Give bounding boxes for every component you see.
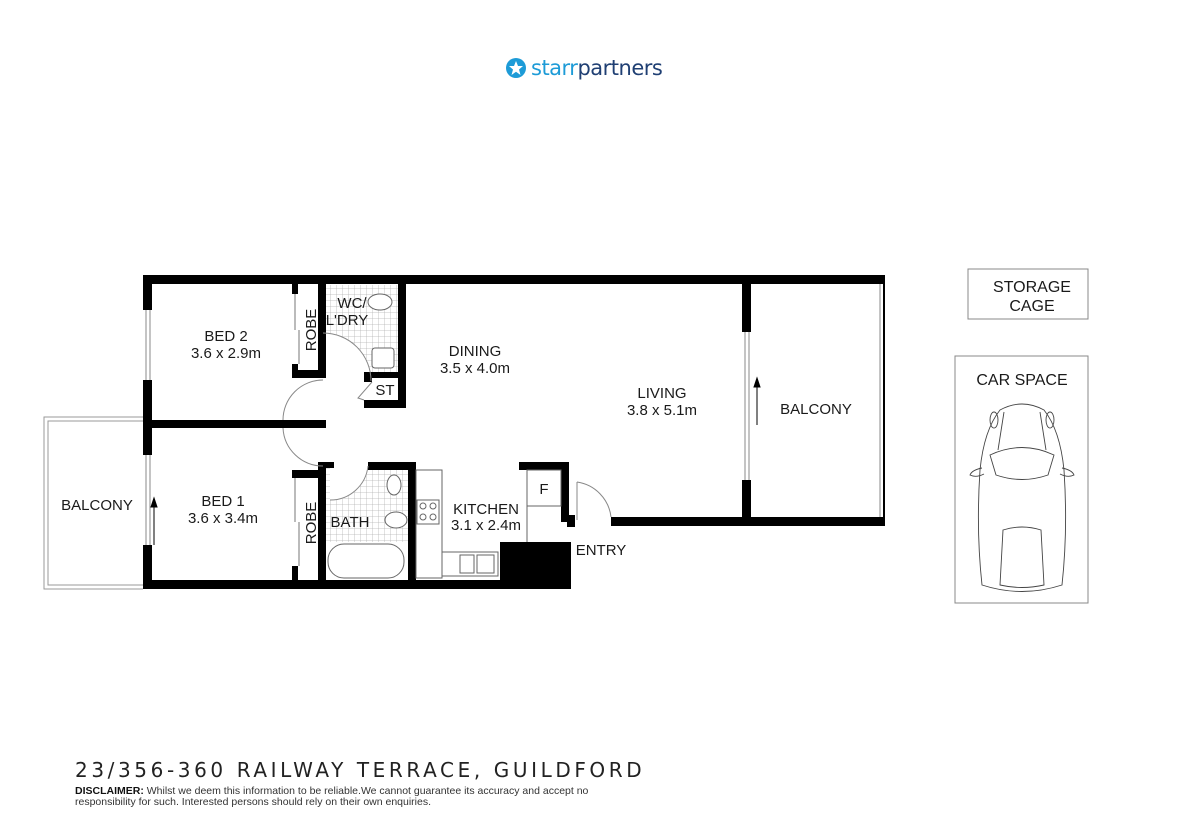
bed1-size: 3.6 x 3.4m bbox=[188, 510, 258, 527]
entry-label: ENTRY bbox=[576, 542, 627, 559]
robe-doors bbox=[294, 294, 300, 566]
bath-basin bbox=[386, 474, 402, 496]
property-address: 23/356-360 RAILWAY TERRACE, GUILDFORD bbox=[75, 758, 646, 782]
bath-toilet bbox=[384, 511, 408, 529]
bed2-size: 3.6 x 2.9m bbox=[191, 345, 261, 362]
door-swings bbox=[282, 332, 612, 520]
bathtub bbox=[327, 543, 405, 579]
bath-label: BATH bbox=[331, 514, 370, 531]
dining-label: DINING bbox=[449, 343, 502, 360]
fixtures bbox=[327, 293, 562, 579]
fridge-space bbox=[526, 469, 562, 507]
walls bbox=[143, 275, 885, 589]
balcony-right-label: BALCONY bbox=[780, 401, 852, 418]
robe-bottom-label: ROBE bbox=[303, 502, 320, 545]
car-space-label: CAR SPACE bbox=[976, 372, 1067, 389]
disclaimer: DISCLAIMER: Whilst we deem this informat… bbox=[75, 786, 595, 808]
storage-label-line2: CAGE bbox=[1009, 298, 1054, 315]
wc-label-line1: WC/ bbox=[337, 295, 367, 312]
wc-door-clear bbox=[323, 333, 371, 381]
storage-cage-box bbox=[967, 268, 1089, 320]
bath-door-clear bbox=[330, 466, 368, 501]
fridge-label: F bbox=[539, 481, 548, 498]
brand-name: starrpartners bbox=[531, 55, 663, 80]
car-space-box bbox=[954, 355, 1089, 604]
st-label: ST bbox=[375, 382, 394, 399]
cooktop bbox=[416, 499, 440, 525]
bed2-label: BED 2 bbox=[204, 328, 247, 345]
robe-top-label: ROBE bbox=[303, 309, 320, 352]
star-logo-icon bbox=[506, 58, 526, 78]
kitchen-label: KITCHEN bbox=[453, 501, 519, 518]
bed1-label: BED 1 bbox=[201, 493, 244, 510]
disclaimer-text: Whilst we deem this information to be re… bbox=[75, 785, 589, 808]
disclaimer-label: DISCLAIMER: bbox=[75, 785, 144, 797]
windows bbox=[145, 284, 881, 545]
living-size: 3.8 x 5.1m bbox=[627, 402, 697, 419]
car-icon bbox=[969, 403, 1075, 592]
kitchen-bench bbox=[415, 469, 443, 579]
laundry-tub bbox=[371, 347, 395, 369]
living-label: LIVING bbox=[637, 385, 686, 402]
balcony-left-outline bbox=[43, 416, 143, 590]
storage-label-line1: STORAGE bbox=[993, 279, 1071, 296]
balcony-left-label: BALCONY bbox=[61, 497, 133, 514]
brand-logo: starrpartners bbox=[505, 55, 663, 81]
sliding-door-arrows bbox=[150, 376, 761, 545]
kitchen-size: 3.1 x 2.4m bbox=[451, 517, 521, 534]
dining-size: 3.5 x 4.0m bbox=[440, 360, 510, 377]
wc-label-line2: L'DRY bbox=[326, 312, 369, 329]
toilet-wc bbox=[367, 293, 393, 311]
